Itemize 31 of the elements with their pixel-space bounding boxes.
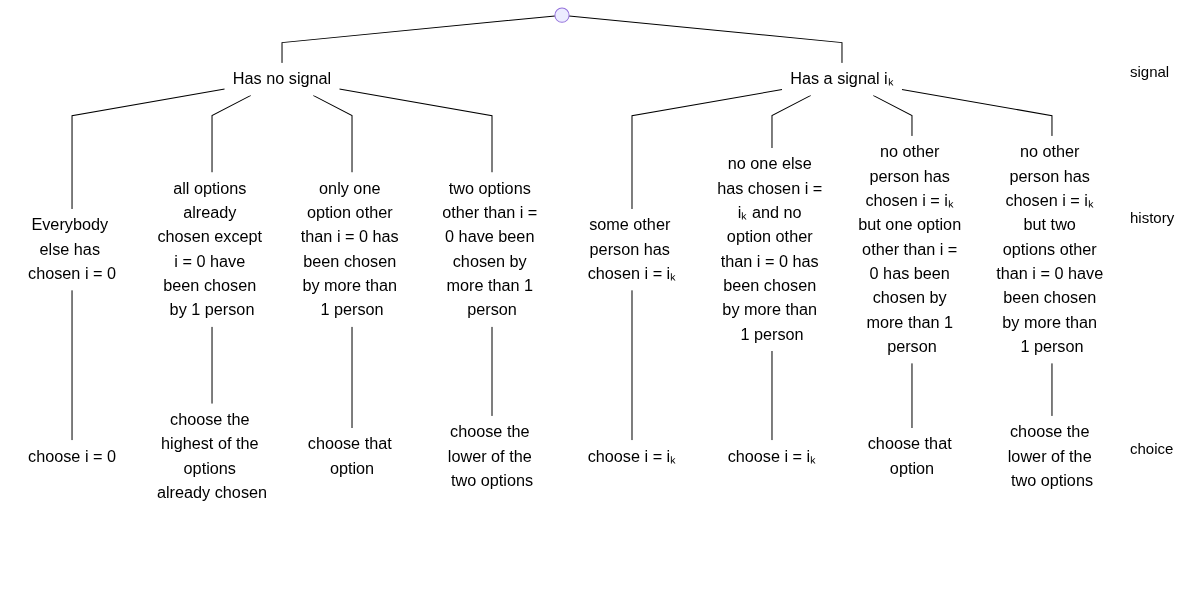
node-text: choose i = iₖ: [587, 447, 677, 465]
node-text: Everybody else has chosen i = 0: [28, 216, 117, 283]
connector: [901, 89, 1053, 137]
connector: [631, 89, 783, 210]
node-text: choose i = iₖ: [727, 447, 817, 465]
level-label: signal: [1130, 62, 1170, 80]
connector: [211, 94, 252, 173]
node-text: choose i = 0: [28, 447, 117, 465]
node-text: some other person has chosen i = iₖ: [587, 216, 677, 283]
node-text: choose that option: [307, 435, 392, 477]
connector: [568, 15, 843, 64]
node-text: no one else has chosen i = iₖ and no option other than i = 0 has been chosen by more than 1 person: [717, 155, 823, 343]
connector: [338, 88, 493, 173]
node-text: choose the highest of the options already chosen: [156, 410, 268, 502]
node-text: no other person has chosen i = iₖ but one option other than i = 0 has been chosen by more than 1 person: [858, 143, 962, 356]
level-label: choice: [1130, 440, 1174, 458]
connector: [281, 15, 556, 64]
node-text: two options other than i = 0 have been chosen by more than 1 person: [442, 179, 538, 319]
node-text: only one option other than i = 0 has been chosen by more than 1 person: [300, 179, 399, 319]
node-text: choose the lower of the two options: [447, 423, 534, 489]
node-text: choose that option: [867, 435, 952, 477]
node-text: all options already chosen except i = 0 have been chosen by 1 person: [157, 179, 263, 319]
connector: [872, 94, 913, 137]
level-label: history: [1130, 208, 1175, 226]
node-text: choose the lower of the two options: [1007, 423, 1094, 489]
connector: [71, 88, 226, 210]
connector: [312, 94, 353, 173]
node-text: Has a signal iₖ: [790, 70, 894, 88]
node-text: no other person has chosen i = iₖ but two options other than i = 0 have been chosen by more than 1 person: [996, 143, 1104, 356]
node-text: Has no signal: [232, 70, 332, 88]
node-circle: [554, 7, 570, 23]
